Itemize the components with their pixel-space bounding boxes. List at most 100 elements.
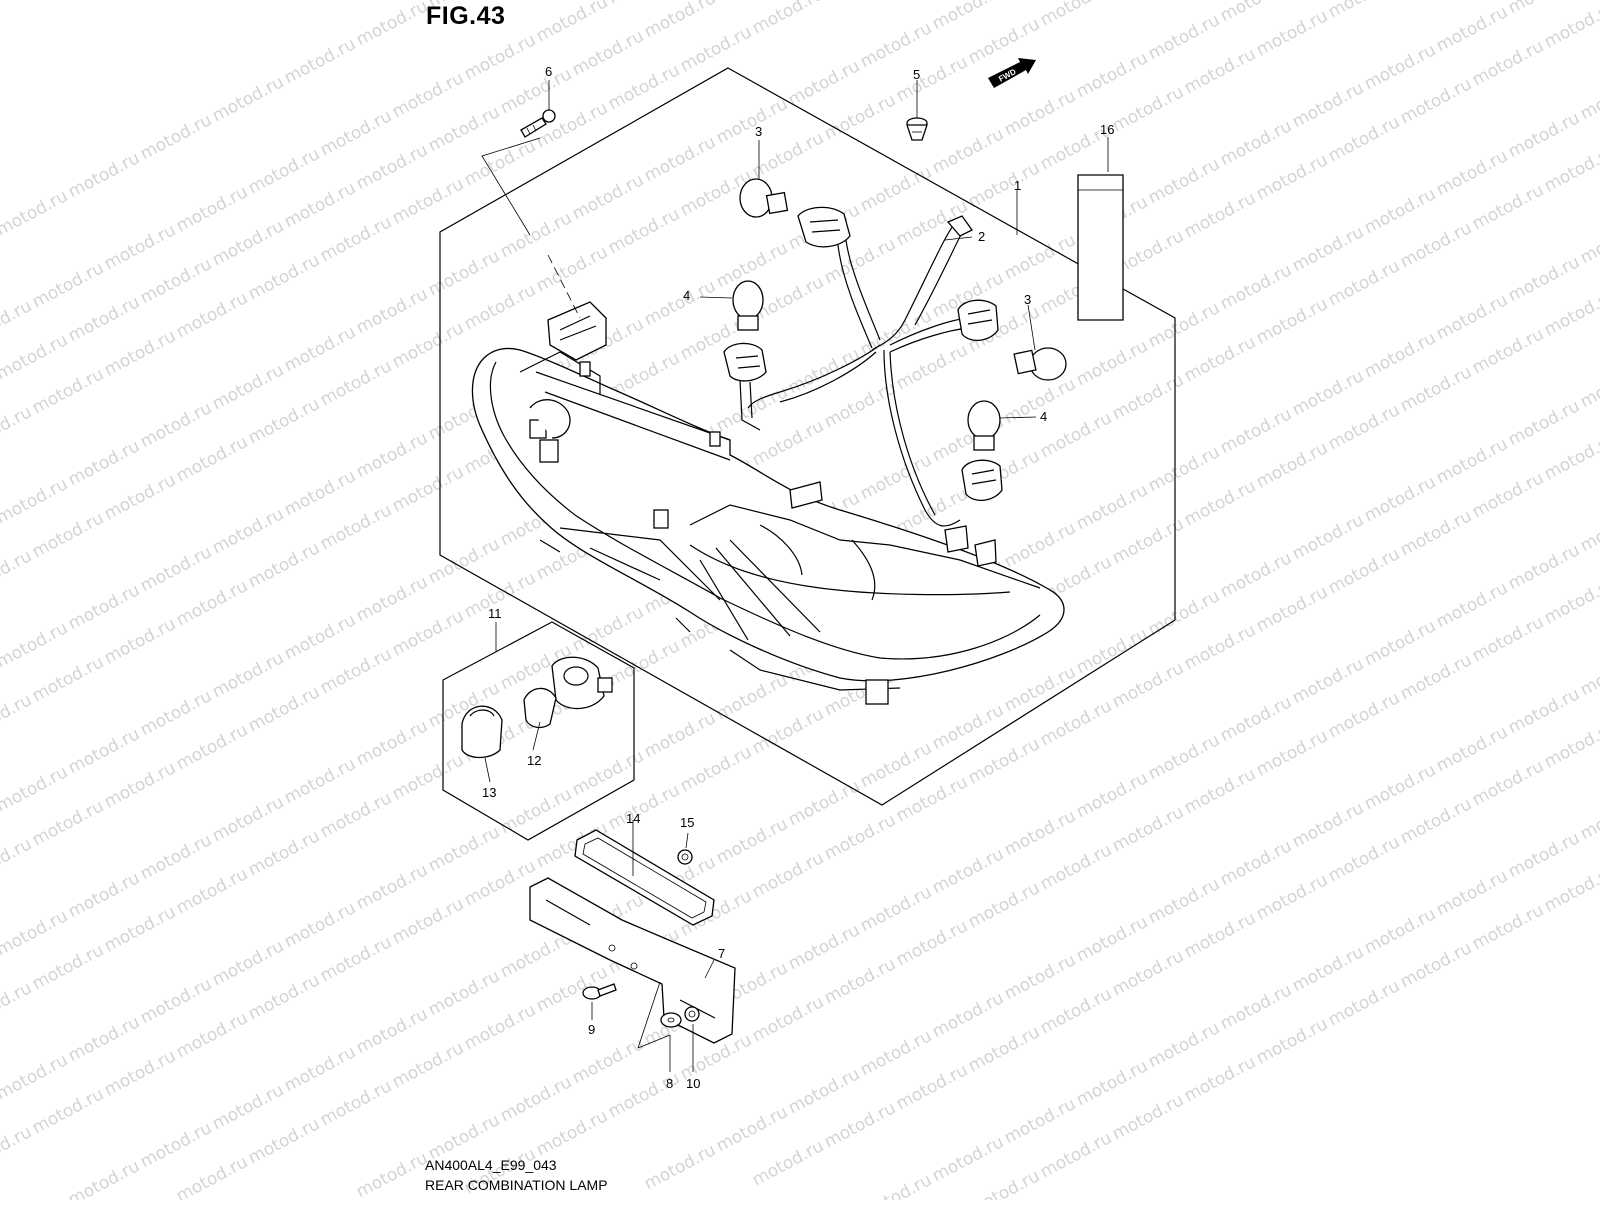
part-15-nut	[678, 850, 692, 864]
watermark-text: motod.ru	[1325, 256, 1403, 310]
watermark-text: motod.ru	[533, 1106, 611, 1160]
watermark-text: motod.ru	[929, 988, 1007, 1042]
watermark-text: motod.ru	[245, 1114, 323, 1168]
watermark-text: motod.ru	[1001, 806, 1079, 860]
watermark-text: motod.ru	[821, 954, 899, 1008]
watermark-text: motod.ru	[749, 0, 827, 38]
watermark-text: motod.ru	[317, 356, 395, 410]
watermark-text: motod.ru	[1397, 938, 1475, 992]
callout-6: 6	[545, 64, 552, 79]
watermark-text: motod.ru	[425, 534, 503, 588]
watermark-text: motod.ru	[929, 1132, 1007, 1186]
watermark-text: motod.ru	[389, 174, 467, 228]
watermark-text: motod.ru	[1325, 832, 1403, 886]
watermark-text: motod.ru	[173, 1152, 251, 1200]
watermark-text: motod.ru	[1109, 82, 1187, 136]
watermark-text: motod.ru	[1577, 790, 1600, 844]
part-16-tape	[1078, 175, 1123, 320]
callout-8: 8	[666, 1076, 673, 1091]
watermark-text: motod.ru	[0, 618, 71, 672]
watermark-text: motod.ru	[0, 1050, 71, 1104]
watermark-text: motod.ru	[1037, 984, 1115, 1038]
watermark-text: motod.ru	[1217, 260, 1295, 314]
watermark-text: motod.ru	[1181, 908, 1259, 962]
watermark-text: motod.ru	[1325, 976, 1403, 1030]
watermark-text: motod.ru	[965, 1166, 1043, 1200]
watermark-text: motod.ru	[929, 844, 1007, 898]
watermark-text: motod.ru	[569, 1034, 647, 1088]
watermark-text: motod.ru	[1541, 862, 1600, 916]
watermark-text: motod.ru	[1253, 1014, 1331, 1068]
watermark-text: motod.ru	[1505, 396, 1583, 450]
watermark-text: motod.ru	[0, 546, 35, 600]
watermark-text: motod.ru	[749, 1136, 827, 1190]
watermark-text: motod.ru	[245, 970, 323, 1024]
callout-4-right: 4	[1040, 409, 1047, 424]
watermark-text: motod.ru	[1145, 298, 1223, 352]
watermark-text: motod.ru	[1181, 476, 1259, 530]
watermark-text: motod.ru	[1361, 328, 1439, 382]
part-10-nut	[685, 1007, 699, 1021]
part-5-clip	[907, 118, 927, 140]
watermark-text: motod.ru	[137, 110, 215, 164]
watermark-text: motod.ru	[1397, 506, 1475, 560]
watermark-text: motod.ru	[1505, 252, 1583, 306]
watermark-text: motod.ru	[29, 364, 107, 418]
watermark-text: motod.ru	[209, 360, 287, 414]
watermark-text: motod.ru	[857, 162, 935, 216]
watermark-text: motod.ru	[1289, 222, 1367, 276]
watermark-text: motod.ru	[1253, 6, 1331, 60]
socket-right-lower	[962, 460, 1002, 500]
watermark-text: motod.ru	[1073, 1056, 1151, 1110]
watermark-text: motod.ru	[1433, 434, 1511, 488]
watermark-text: motod.ru	[1181, 188, 1259, 242]
watermark-text: motod.ru	[1217, 404, 1295, 458]
watermark-text: motod.ru	[497, 208, 575, 262]
watermark-text: motod.ru	[389, 462, 467, 516]
watermark-text: motod.ru	[0, 474, 71, 528]
watermark-text: motod.ru	[281, 1042, 359, 1096]
watermark-text: motod.ru	[605, 636, 683, 690]
watermark-text: motod.ru	[1181, 764, 1259, 818]
watermark-text: motod.ru	[1073, 336, 1151, 390]
watermark-text: motod.ru	[1289, 510, 1367, 564]
watermark-text: motod.ru	[641, 276, 719, 330]
watermark-text: motod.ru	[1433, 722, 1511, 776]
watermark-text: motod.ru	[533, 0, 611, 46]
watermark-text: motod.ru	[65, 724, 143, 778]
watermark-text: motod.ru	[389, 894, 467, 948]
watermark-text: motod.ru	[1181, 620, 1259, 674]
watermark-text: motod.ru	[1541, 0, 1600, 52]
watermark-text: motod.ru	[173, 1008, 251, 1062]
watermark-text: motod.ru	[1541, 286, 1600, 340]
part-3-bulb-upper	[740, 179, 787, 217]
watermark-text: motod.ru	[101, 1046, 179, 1100]
watermark-text: motod.ru	[317, 788, 395, 842]
watermark-text: motod.ru	[65, 148, 143, 202]
socket-right-upper	[958, 300, 998, 340]
watermark-text: motod.ru	[1145, 154, 1223, 208]
watermark-text: motod.ru	[1469, 180, 1547, 234]
watermark-text: motod.ru	[1505, 684, 1583, 738]
watermark-text: motod.ru	[353, 0, 431, 50]
watermark-text: motod.ru	[1433, 290, 1511, 344]
watermark-text: motod.ru	[353, 1004, 431, 1058]
watermark-text: motod.ru	[713, 814, 791, 868]
callout-5: 5	[913, 67, 920, 82]
watermark-text: motod.ru	[1001, 518, 1079, 572]
watermark-text: motod.ru	[0, 330, 71, 384]
watermark-text: motod.ru	[209, 216, 287, 270]
watermark-text: motod.ru	[1073, 480, 1151, 534]
watermark-text: motod.ru	[929, 700, 1007, 754]
watermark-text: motod.ru	[821, 1098, 899, 1152]
watermark-text: motod.ru	[713, 94, 791, 148]
watermark-text: motod.ru	[1073, 624, 1151, 678]
watermark-text: motod.ru	[245, 250, 323, 304]
watermark-text: motod.ru	[569, 746, 647, 800]
watermark-text: motod.ru	[1397, 650, 1475, 704]
watermark-text: motod.ru	[1325, 400, 1403, 454]
watermark-text: motod.ru	[1361, 760, 1439, 814]
watermark-text: motod.ru	[1253, 726, 1331, 780]
watermark-text: motod.ru	[65, 1156, 143, 1200]
